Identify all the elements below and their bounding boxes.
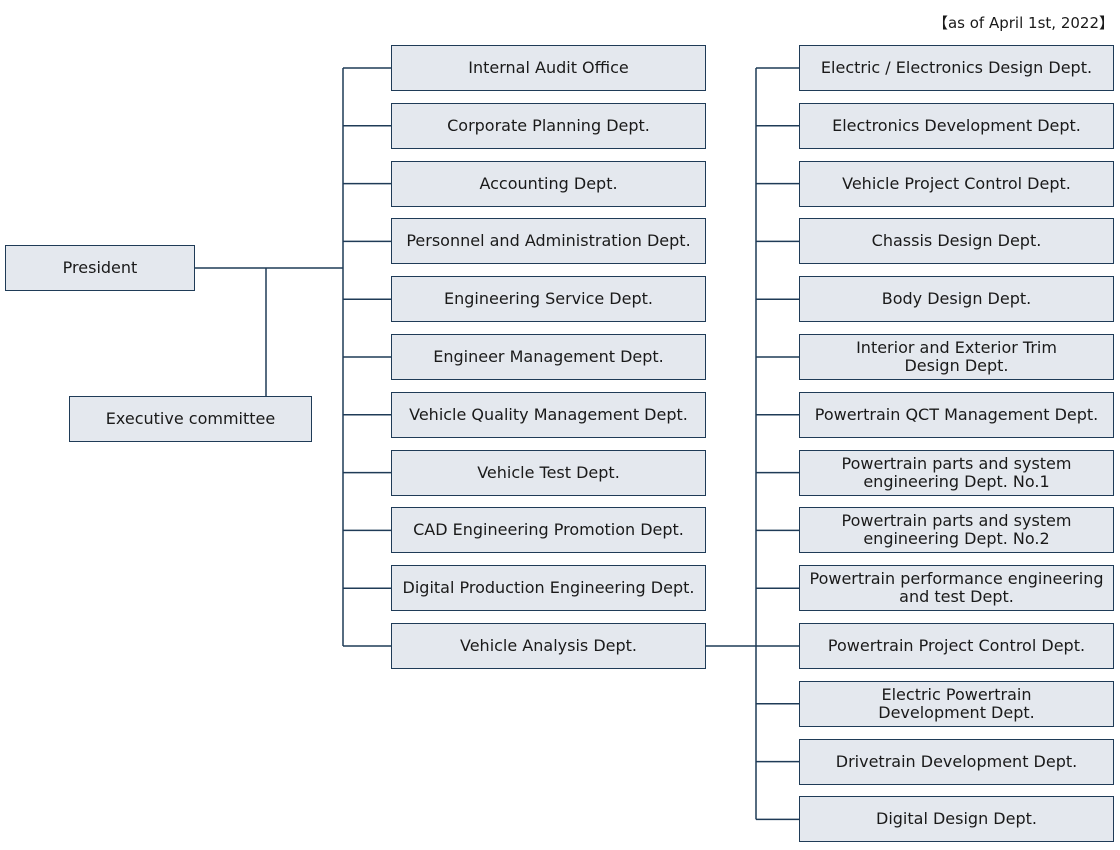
left-department-box: Personnel and Administration Dept. xyxy=(391,218,706,265)
department-label-line: engineering Dept. No.2 xyxy=(863,529,1050,549)
department-label: Engineering Service Dept. xyxy=(444,289,653,309)
department-label: Vehicle Test Dept. xyxy=(477,462,620,482)
left-department-box: Engineering Service Dept. xyxy=(391,276,706,323)
right-department-box: Powertrain Project Control Dept. xyxy=(799,623,1114,669)
right-department-box: Digital Design Dept. xyxy=(799,796,1114,843)
department-label: Internal Audit Office xyxy=(468,58,629,77)
department-label-line: Digital Design Dept. xyxy=(876,809,1037,829)
right-department-box: Powertrain QCT Management Dept. xyxy=(799,391,1114,438)
left-department-box: Digital Production Engineering Dept. xyxy=(391,565,706,612)
department-label-line: Powertrain parts and system xyxy=(841,511,1072,531)
left-department-box: CAD Engineering Promotion Dept. xyxy=(391,507,706,554)
department-label-line: and test Dept. xyxy=(899,587,1014,607)
department-label-line: Interior and Exterior Trim xyxy=(856,338,1057,357)
right-department-box: Vehicle Project Control Dept. xyxy=(799,160,1114,207)
department-label-line: Electric Powertrain xyxy=(881,684,1032,704)
left-department-box: Accounting Dept. xyxy=(391,160,706,207)
right-department-box: Electric / Electronics Design Dept. xyxy=(799,45,1114,91)
as-of-date: 【as of April 1st, 2022】 xyxy=(932,14,1114,32)
department-label-line: Drivetrain Development Dept. xyxy=(835,751,1078,771)
department-label: Vehicle Quality Management Dept. xyxy=(409,404,688,424)
president-box: President xyxy=(5,245,195,291)
department-label-line: Body Design Dept. xyxy=(881,289,1032,309)
department-label-line: Chassis Design Dept. xyxy=(871,231,1042,251)
department-label: CAD Engineering Promotion Dept. xyxy=(413,520,684,540)
department-label-line: Powertrain QCT Management Dept. xyxy=(814,404,1099,424)
left-department-box: Vehicle Test Dept. xyxy=(391,449,706,496)
department-label: Digital Production Engineering Dept. xyxy=(402,578,695,598)
right-department-box: Chassis Design Dept. xyxy=(799,218,1114,265)
right-department-box: Electronics Development Dept. xyxy=(799,102,1114,149)
department-label: Vehicle Analysis Dept. xyxy=(460,636,637,655)
right-department-box: Drivetrain Development Dept. xyxy=(799,738,1114,785)
department-label: Personnel and Administration Dept. xyxy=(406,231,691,251)
department-label: Accounting Dept. xyxy=(479,173,618,193)
department-label-line: Electronics Development Dept. xyxy=(832,115,1081,135)
department-label-line: Electric / Electronics Design Dept. xyxy=(820,58,1093,77)
department-label: Engineer Management Dept. xyxy=(433,347,664,366)
department-label-line: Design Dept. xyxy=(904,356,1009,375)
executive-committee-label: Executive committee xyxy=(105,409,276,428)
department-label-line: Development Dept. xyxy=(878,702,1035,722)
department-label-line: Vehicle Project Control Dept. xyxy=(842,173,1071,193)
left-department-box: Vehicle Quality Management Dept. xyxy=(391,391,706,438)
department-label-line: Powertrain Project Control Dept. xyxy=(827,636,1086,655)
left-department-box: Vehicle Analysis Dept. xyxy=(391,623,706,669)
president-label: President xyxy=(62,258,138,277)
left-department-box: Internal Audit Office xyxy=(391,45,706,91)
executive-committee-box: Executive committee xyxy=(69,396,312,442)
department-label-line: Powertrain performance engineering xyxy=(809,569,1104,589)
department-label-line: engineering Dept. No.1 xyxy=(863,471,1050,491)
department-label: Corporate Planning Dept. xyxy=(447,115,650,135)
department-label-line: Powertrain parts and system xyxy=(841,453,1072,473)
left-department-box: Engineer Management Dept. xyxy=(391,334,706,380)
left-department-box: Corporate Planning Dept. xyxy=(391,102,706,149)
right-department-box: Body Design Dept. xyxy=(799,276,1114,323)
